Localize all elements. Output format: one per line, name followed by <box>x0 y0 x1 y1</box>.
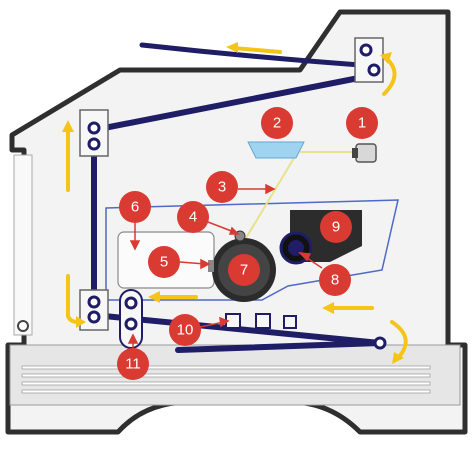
leader-4-head <box>228 226 240 235</box>
label-9-text: 9 <box>332 219 340 236</box>
side-panel <box>13 154 33 336</box>
label-4-text: 4 <box>189 209 197 226</box>
arrowhead-left-up <box>62 120 74 132</box>
flow-arrow-heads <box>62 42 404 364</box>
polygon-mirror <box>247 141 305 159</box>
fuser-roller-b <box>283 315 297 329</box>
tray-sheet-4 <box>21 389 431 394</box>
leader-6-head <box>129 240 141 251</box>
leader-11-head <box>127 333 139 344</box>
label-badge-9: 9 <box>320 211 352 243</box>
label-badge-10: 10 <box>169 314 201 346</box>
laser-source-lens <box>352 148 358 158</box>
leader-10-head <box>219 316 230 328</box>
laser-source <box>355 143 377 163</box>
paper-exit-path <box>139 42 377 69</box>
label-1-text: 1 <box>358 115 366 132</box>
label-3-text: 3 <box>218 179 226 196</box>
tray-sheet-3 <box>21 381 431 386</box>
pickup-roller <box>373 336 387 350</box>
fuser-roller-a <box>255 313 271 329</box>
arrowhead-top <box>226 42 238 53</box>
leader-8-head <box>297 252 312 262</box>
bottom-left-roller-a <box>87 295 101 309</box>
label-badge-7: 7 <box>228 254 260 286</box>
label-2-text: 2 <box>273 115 281 132</box>
arrowhead-curve-right <box>392 352 404 364</box>
label-5-text: 5 <box>160 254 168 271</box>
arrowhead-left-down <box>76 316 86 328</box>
registration-roller-top <box>124 296 138 310</box>
arrowhead-right-top <box>380 52 392 64</box>
label-badge-11: 11 <box>117 348 149 380</box>
leader-arrows <box>127 183 323 350</box>
leader-4 <box>207 221 235 233</box>
top-right-roller-b <box>367 63 381 77</box>
label-11-text: 11 <box>125 356 141 373</box>
label-6-text: 6 <box>131 199 139 216</box>
erase-lamp <box>208 260 214 272</box>
label-badge-6: 6 <box>119 191 151 223</box>
label-8-text: 8 <box>331 272 339 289</box>
side-roller <box>17 320 29 332</box>
label-badge-1: 1 <box>346 107 378 139</box>
leader-5-head <box>200 258 211 270</box>
label-badge-2: 2 <box>261 107 293 139</box>
arrowhead-bottom-right <box>322 302 334 314</box>
flow-arrow-curve-right <box>390 320 408 360</box>
label-badge-5: 5 <box>148 246 180 278</box>
label-badge-4: 4 <box>177 201 209 233</box>
label-10-text: 10 <box>177 322 194 339</box>
registration-roller-bottom <box>124 317 138 331</box>
tray-sheet-2 <box>21 373 431 378</box>
label-7-text: 7 <box>240 262 248 279</box>
top-left-roller-a <box>87 121 101 135</box>
laser-beam <box>245 157 295 239</box>
label-badge-8: 8 <box>319 264 351 296</box>
label-badge-3: 3 <box>206 171 238 203</box>
top-right-roller-a <box>359 43 373 57</box>
developer-roller-core <box>288 240 304 256</box>
leader-3-head <box>265 183 276 195</box>
flow-arrow-top <box>232 46 282 54</box>
tray-sheet-1 <box>21 365 431 370</box>
top-left-roller-b <box>87 137 101 151</box>
bottom-left-roller-b <box>87 310 101 324</box>
arrowhead-middle <box>148 291 160 303</box>
